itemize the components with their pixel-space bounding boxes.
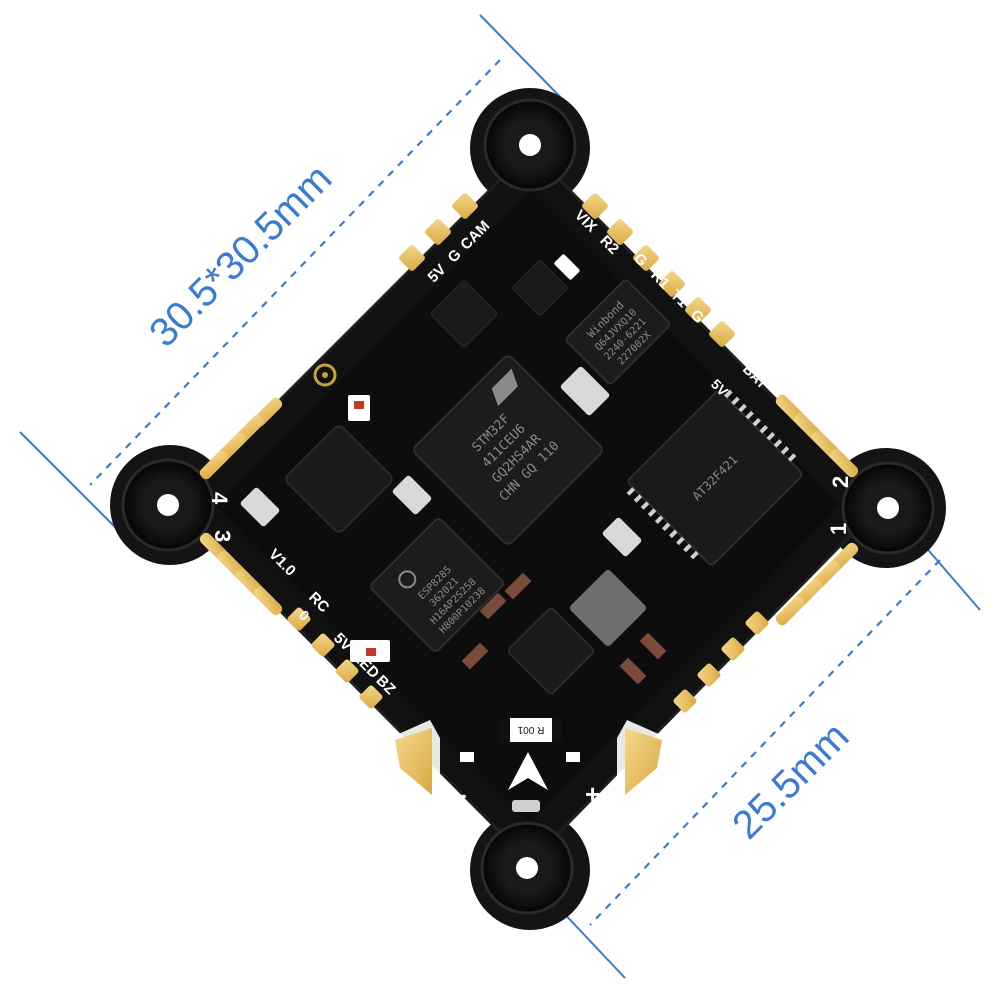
dimension-mounting-label: 25.5mm: [724, 714, 857, 847]
esp-chip: ESP8285 362021 H16AP2S258 H800P10238: [370, 518, 504, 652]
motor-pads-right: [775, 394, 859, 626]
components: [240, 254, 667, 695]
label-5v-bottom-right: 5V: [706, 689, 731, 714]
mounting-hole-icon: [516, 857, 538, 879]
label-minus: -: [458, 779, 467, 809]
arrow-up-icon: [508, 752, 548, 790]
pads-bottom-right: [673, 611, 769, 713]
motor-pads-left: [199, 397, 283, 616]
label-motor-2: 2: [828, 476, 853, 488]
label-motor-1: 1: [826, 523, 851, 535]
esc-driver-chip: AT32F421: [626, 389, 803, 566]
label-motor-4: 4: [207, 492, 232, 505]
mounting-hole-left: [121, 458, 215, 552]
mounting-hole-right: [841, 461, 935, 555]
mounting-hole-icon: [877, 497, 899, 519]
mounting-hole-icon: [519, 134, 541, 156]
mcu-chip: STM32F 411CEU6 GQ2HS4AR CHN GQ 110: [413, 355, 603, 545]
label-r2-bottom: R2: [723, 671, 749, 697]
pads-top-right: [582, 193, 735, 347]
st-logo-icon: [491, 368, 518, 407]
shunt-label: R 001: [517, 724, 544, 735]
shunt-resistor: R 001: [500, 718, 562, 742]
espressif-logo-icon: [398, 570, 417, 589]
mounting-hole-top: [483, 98, 577, 192]
mounting-hole-icon: [157, 494, 179, 516]
battery-pads: [385, 720, 672, 800]
flash-chip: Winbond Q64JVXQ10 2240-6221 227002X: [565, 279, 671, 385]
pads-bottom-left: [287, 607, 383, 709]
pads-top-left: [399, 193, 478, 271]
label-motor-3: 3: [210, 530, 235, 542]
mounting-hole-bottom: [480, 821, 574, 915]
label-plus: +: [585, 779, 600, 809]
label-t2: T2: [742, 654, 766, 678]
